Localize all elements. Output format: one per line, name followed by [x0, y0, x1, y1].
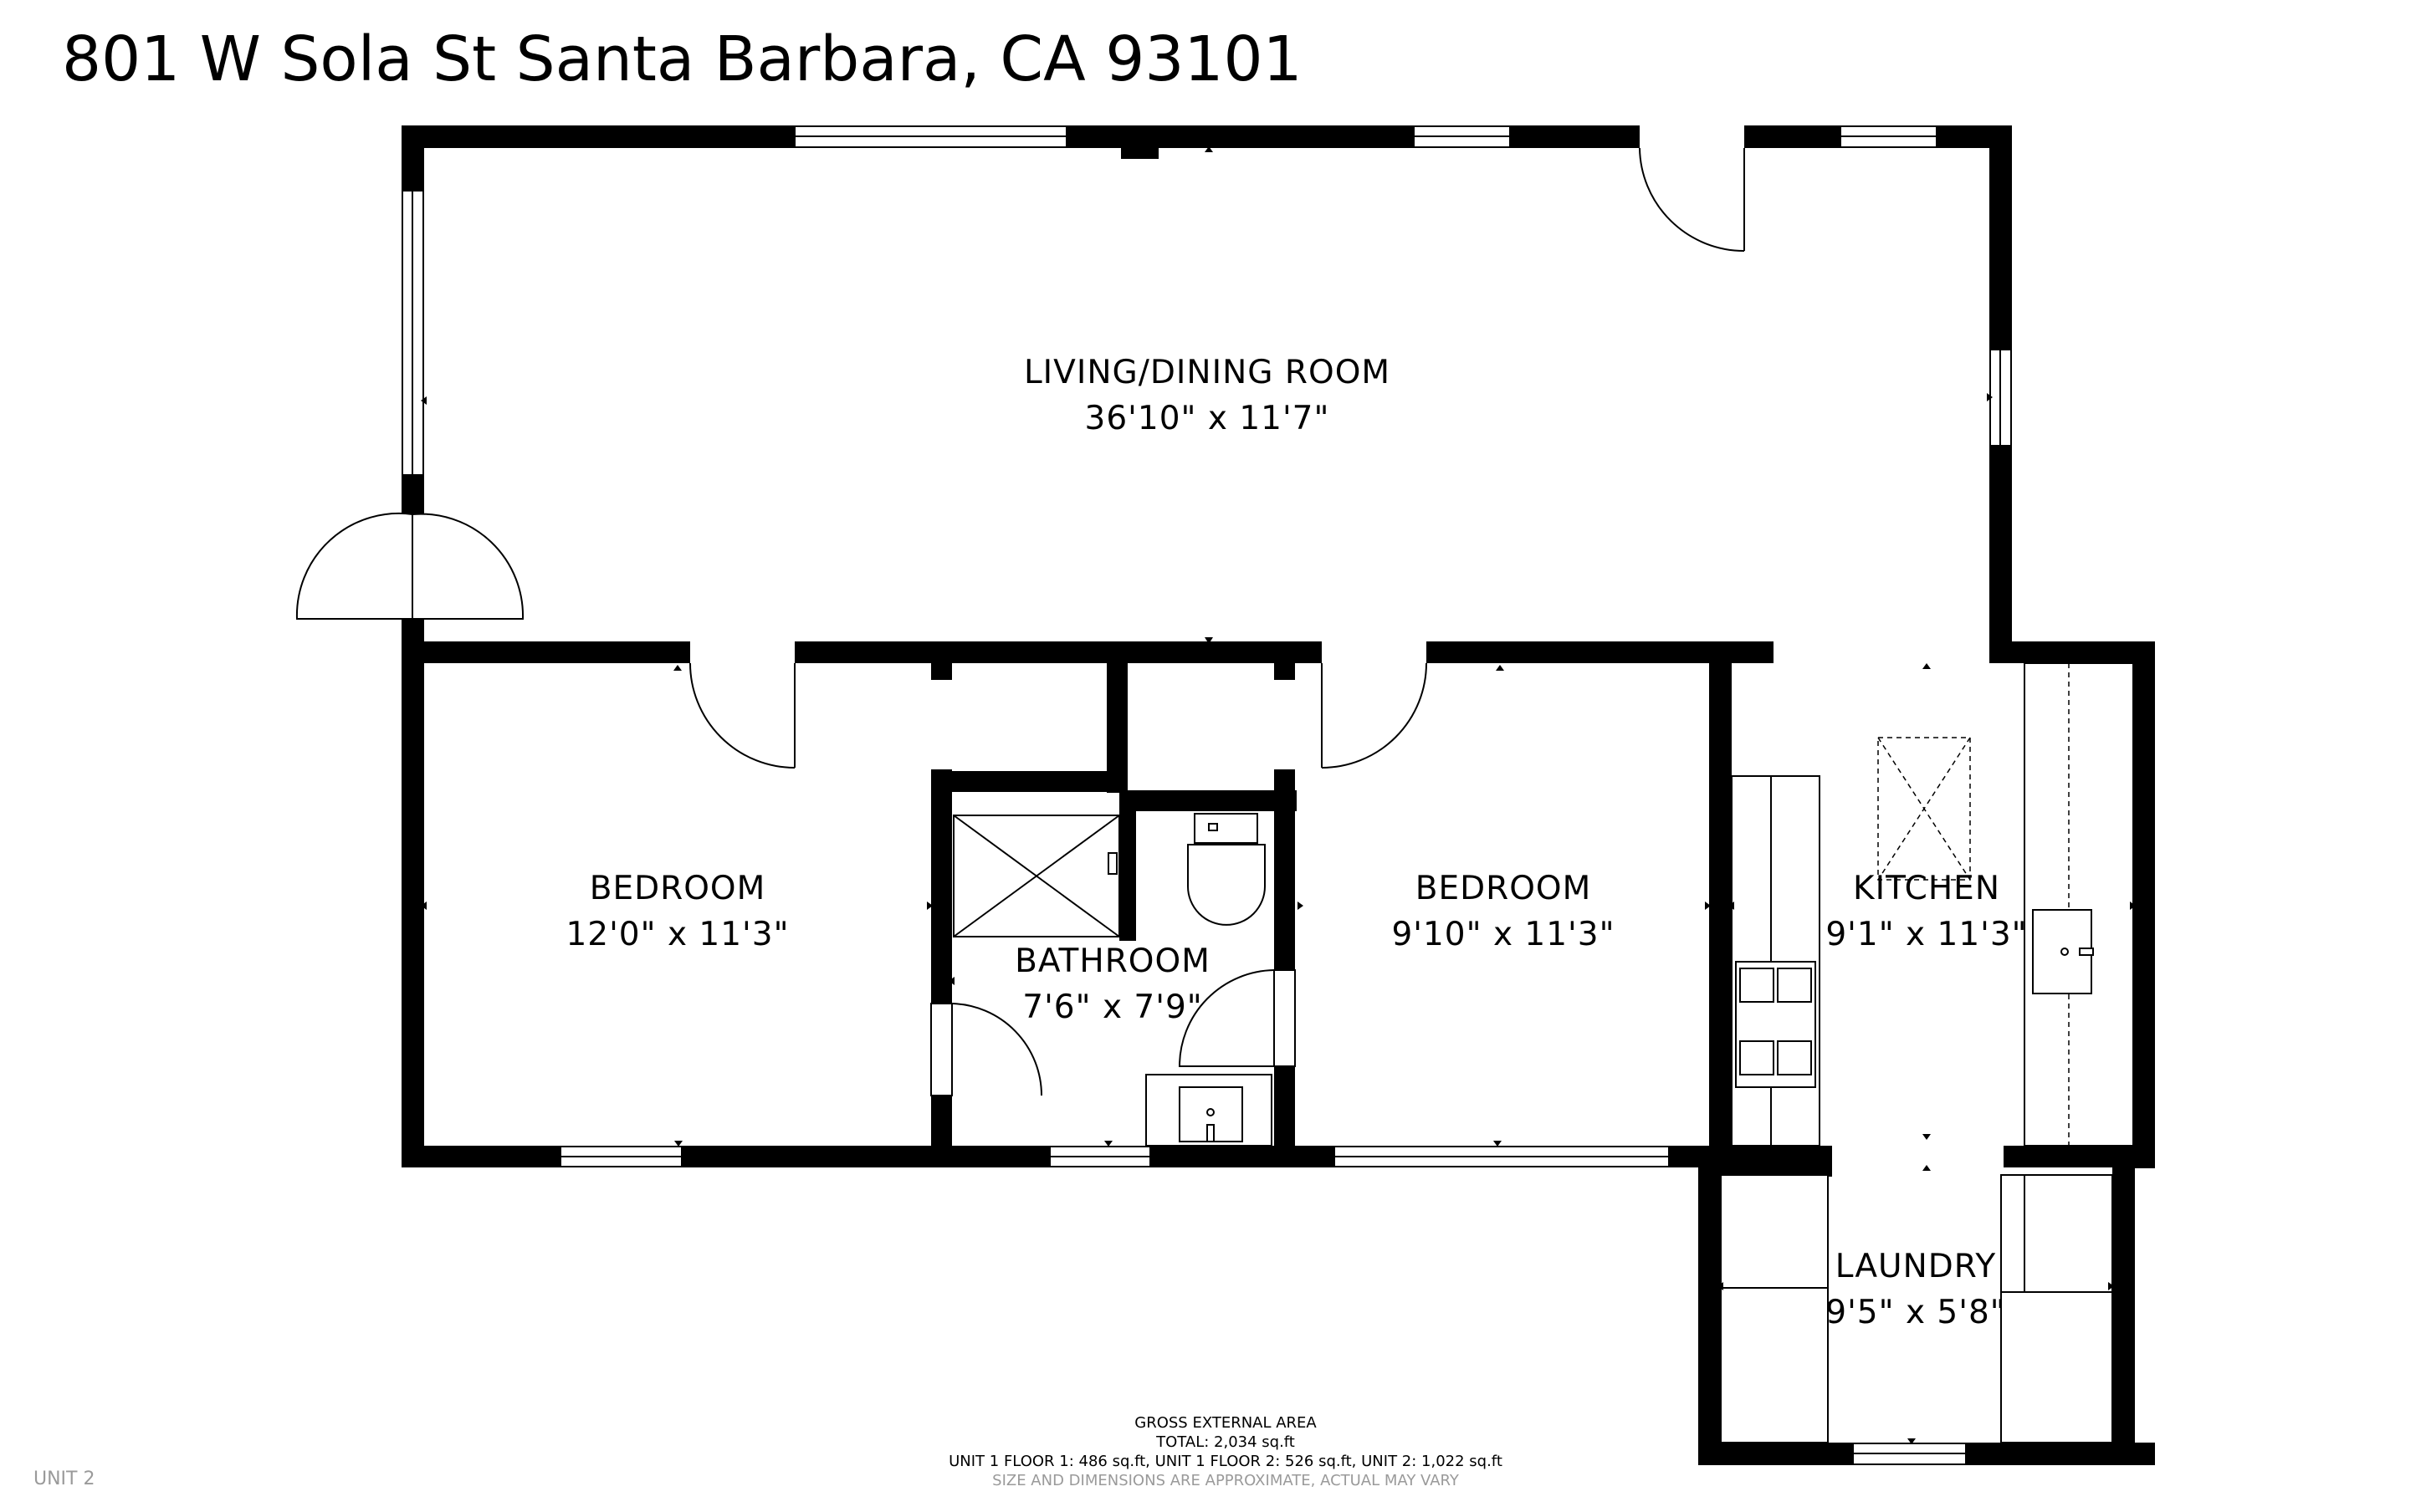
- unit-label: UNIT 2: [33, 1469, 95, 1489]
- markers: [421, 146, 2136, 1444]
- room-dims-living: 36'10" x 11'7": [1085, 400, 1330, 437]
- room-name-laundry: LAUNDRY: [1835, 1248, 1996, 1285]
- room-name-bedroom-left: BEDROOM: [590, 870, 766, 907]
- area-total: TOTAL: 2,034 sq.ft: [1156, 1433, 1295, 1451]
- room-labels: LIVING/DINING ROOM 36'10" x 11'7" BEDROO…: [566, 354, 2027, 1331]
- room-dims-bathroom: 7'6" x 7'9": [1022, 988, 1202, 1026]
- doors: [295, 125, 1745, 1096]
- room-dims-laundry: 9'5" x 5'8": [1825, 1294, 2005, 1331]
- plan-title: 801 W Sola St Santa Barbara, CA 93101: [62, 23, 1303, 95]
- room-name-bathroom: BATHROOM: [1015, 942, 1210, 980]
- area-breakdown: UNIT 1 FLOOR 1: 486 sq.ft, UNIT 1 FLOOR …: [949, 1453, 1502, 1470]
- room-name-kitchen: KITCHEN: [1853, 870, 2000, 907]
- room-name-bedroom-right: BEDROOM: [1415, 870, 1592, 907]
- room-dims-bedroom-right: 9'10" x 11'3": [1391, 916, 1615, 953]
- area-disclaimer: SIZE AND DIMENSIONS ARE APPROXIMATE, ACT…: [992, 1472, 1459, 1489]
- room-dims-bedroom-left: 12'0" x 11'3": [566, 916, 789, 953]
- area-summary: GROSS EXTERNAL AREA TOTAL: 2,034 sq.ft U…: [874, 1413, 1577, 1490]
- fixtures: [953, 662, 2134, 1443]
- room-name-living: LIVING/DINING ROOM: [1024, 354, 1390, 391]
- windows: [402, 125, 2012, 1465]
- room-dims-kitchen: 9'1" x 11'3": [1825, 916, 2027, 953]
- area-heading: GROSS EXTERNAL AREA: [1134, 1414, 1317, 1432]
